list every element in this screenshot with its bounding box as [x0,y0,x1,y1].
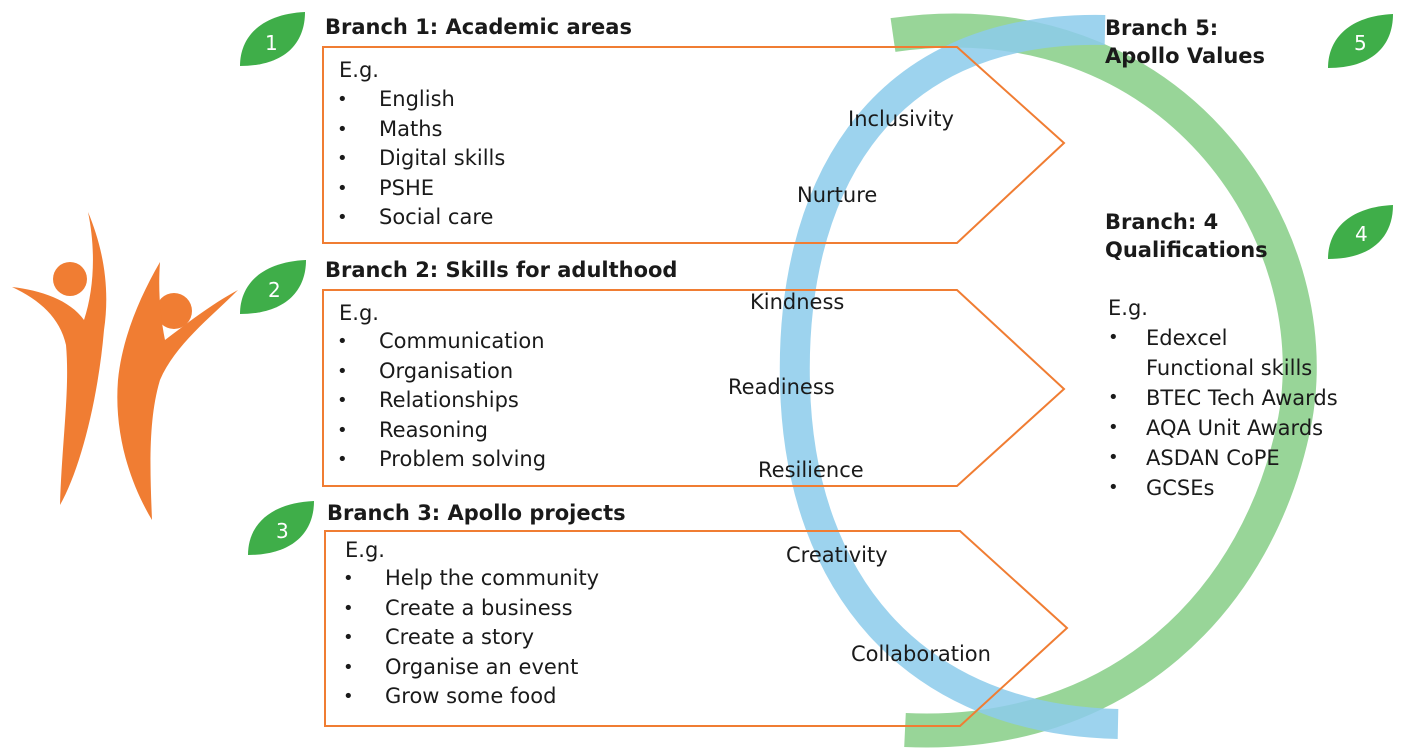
list-item: GCSEs [1104,473,1338,503]
branch4-eg-label: E.g. [1108,296,1148,320]
orange-figures-logo [12,212,238,520]
badge-3-number: 3 [276,519,289,543]
list-item: Social care [323,203,505,233]
badge-3-leaf-icon: 3 [248,501,314,555]
branch5-title-line1: Branch 5: [1105,16,1219,40]
branch5-title-line2: Apollo Values [1105,44,1266,68]
branch3-list: Help the community Create a business Cre… [329,564,599,712]
branch4-title: Branch: 4 Qualifications [1105,208,1268,264]
list-item: Problem solving [323,445,546,475]
branch1-title: Branch 1: Academic areas [325,15,632,39]
branch2-eg-label: E.g. [339,301,379,325]
list-item: Edexcel [1104,323,1338,353]
list-item: Maths [323,115,505,145]
list-item: BTEC Tech Awards [1104,383,1338,413]
badge-2-leaf-icon: 2 [240,260,306,314]
badge-1-number: 1 [265,31,278,55]
value-inclusivity: Inclusivity [848,107,954,131]
value-kindness: Kindness [750,290,845,314]
list-item-continuation: Functional skills [1146,356,1313,380]
value-collaboration: Collaboration [851,642,991,666]
list-item: Communication [323,327,546,357]
value-creativity: Creativity [786,543,888,567]
list-item: AQA Unit Awards [1104,413,1338,443]
blue-ring-arc [779,14,1119,739]
branch3-title: Branch 3: Apollo projects [327,501,626,525]
list-item: Grow some food [329,682,599,712]
value-nurture: Nurture [797,183,878,207]
branch1-list: English Maths Digital skills PSHE Social… [323,85,505,233]
badge-4-leaf-icon: 4 [1328,205,1393,259]
branch3-eg-label: E.g. [345,538,385,562]
list-item: Create a business [329,594,599,624]
badge-2-number: 2 [268,278,281,302]
list-item: Organise an event [329,653,599,683]
branch2-list: Communication Organisation Relationships… [323,327,546,475]
badge-4-number: 4 [1355,222,1368,246]
list-item: English [323,85,505,115]
list-item: PSHE [323,174,505,204]
list-item: Help the community [329,564,599,594]
list-item: Relationships [323,386,546,416]
badge-5-leaf-icon: 5 [1328,14,1393,68]
branch5-title: Branch 5: Apollo Values [1105,14,1265,70]
branch4-list: Edexcel Functional skills BTEC Tech Awar… [1104,323,1338,503]
list-item: Reasoning [323,416,546,446]
value-resilience: Resilience [758,458,864,482]
badge-1-leaf-icon: 1 [240,12,305,66]
badge-5-number: 5 [1354,31,1367,55]
branch1-eg-label: E.g. [339,58,379,82]
branch4-title-line1: Branch: 4 [1105,210,1219,234]
value-readiness: Readiness [728,375,835,399]
list-item: ASDAN CoPE [1104,443,1338,473]
list-item: Digital skills [323,144,505,174]
branch4-title-line2: Qualifications [1105,238,1268,262]
branch2-title: Branch 2: Skills for adulthood [325,258,678,282]
branch3-chevron [324,530,1069,727]
list-item: Create a story [329,623,599,653]
list-item: Organisation [323,357,546,387]
